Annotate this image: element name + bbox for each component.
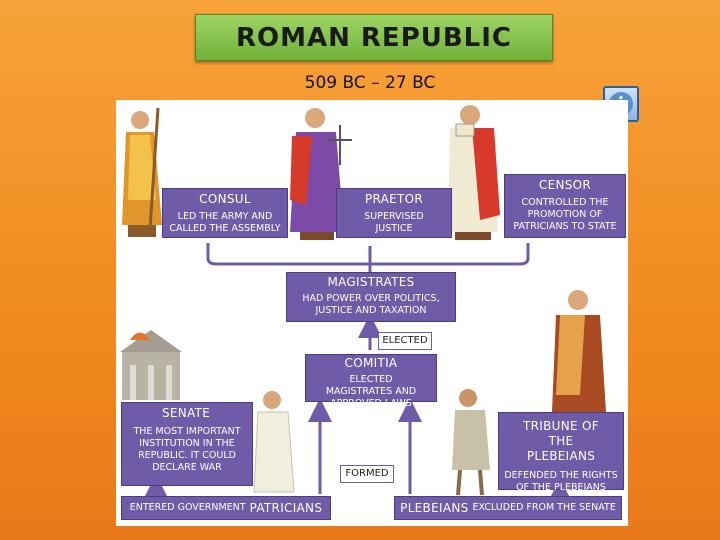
- title-banner: ROMAN REPUBLIC: [195, 14, 553, 61]
- plebeians-suffix: EXCLUDED FROM THE SENATE: [472, 502, 616, 514]
- censor-box: CENSOR CONTROLLED THE PROMOTION OF PATRI…: [504, 174, 626, 238]
- senate-building-icon: [120, 330, 182, 400]
- praetor-description: SUPERVISED JUSTICE: [364, 211, 424, 234]
- patrician-figure-icon: [253, 391, 295, 493]
- censor-figure-icon: [448, 105, 500, 240]
- tribune-box: TRIBUNE OF THE PLEBEIANS DEFENDED THE RI…: [498, 412, 624, 493]
- plebeians-box: PLEBEIANS EXCLUDED FROM THE SENATE: [394, 496, 622, 520]
- patricians-box: ENTERED GOVERNMENT PATRICIANS: [121, 496, 331, 520]
- elected-label: ELECTED: [378, 332, 432, 350]
- senate-title: SENATE: [162, 406, 211, 420]
- censor-title: CENSOR: [538, 178, 592, 192]
- date-range: 509 BC – 27 BC: [304, 73, 436, 93]
- page-title: ROMAN REPUBLIC: [235, 22, 513, 53]
- consul-description: LED THE ARMY AND CALLED THE ASSEMBLY: [169, 211, 281, 234]
- tribune-figure-icon: [552, 290, 606, 412]
- tribune-title: TRIBUNE OF THE PLEBEIANS: [523, 419, 599, 463]
- plebeians-name: PLEBEIANS: [400, 500, 469, 515]
- patricians-name: PATRICIANS: [249, 500, 323, 515]
- comitia-box: COMITIA ELECTED MAGISTRATES AND APPROVED…: [305, 354, 437, 409]
- magistrates-bracket: [206, 243, 530, 266]
- plebeian-figure-icon: [452, 389, 490, 496]
- praetor-box: PRAETOR SUPERVISED JUSTICE: [336, 188, 452, 238]
- magistrates-description: HAD POWER OVER POLITICS, JUSTICE AND TAX…: [302, 293, 440, 316]
- senate-description: THE MOST IMPORTANT INSTITUTION IN THE RE…: [133, 426, 241, 473]
- comitia-title: COMITIA: [344, 356, 398, 370]
- patricians-prefix: ENTERED GOVERNMENT: [129, 502, 246, 514]
- comitia-description: ELECTED MAGISTRATES AND APPROVED LAWS: [325, 374, 417, 409]
- tribune-description: DEFENDED THE RIGHTS OF THE PLEBEIANS: [504, 470, 618, 493]
- consul-figure-icon: [122, 107, 162, 237]
- censor-description: CONTROLLED THE PROMOTION OF PATRICIANS T…: [513, 197, 617, 232]
- magistrates-title: MAGISTRATES: [327, 275, 415, 289]
- consul-box: CONSUL LED THE ARMY AND CALLED THE ASSEM…: [162, 188, 288, 238]
- praetor-figure-icon: [290, 108, 352, 240]
- senate-box: SENATE THE MOST IMPORTANT INSTITUTION IN…: [121, 402, 253, 486]
- magistrates-box: MAGISTRATES HAD POWER OVER POLITICS, JUS…: [286, 272, 456, 322]
- consul-title: CONSUL: [199, 192, 251, 206]
- formed-label: FORMED: [340, 465, 394, 483]
- praetor-title: PRAETOR: [364, 192, 424, 206]
